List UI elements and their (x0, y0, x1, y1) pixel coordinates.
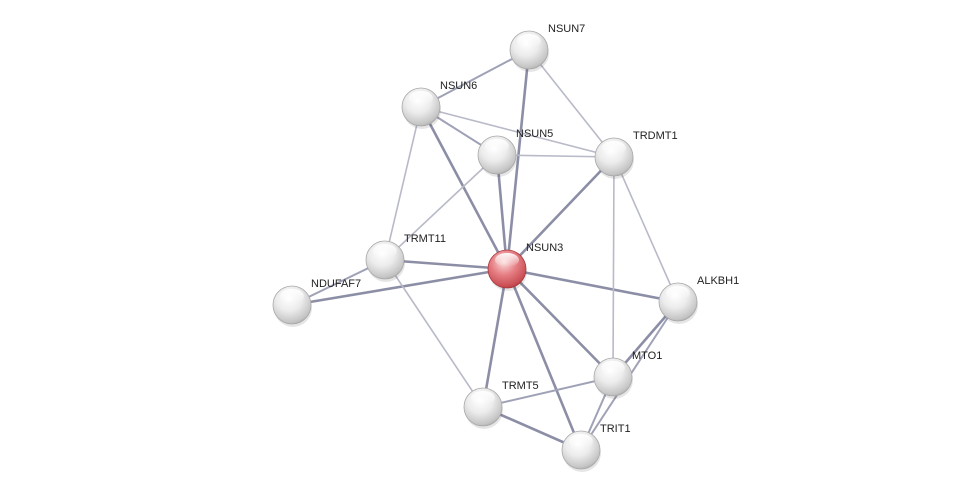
node-trmt5[interactable]: TRMT5 (463, 380, 539, 429)
node-label-nsun5: NSUN5 (516, 128, 553, 140)
edge-nsun3-alkbh1[interactable] (505, 267, 680, 304)
edge-nsun6-trdmt1[interactable] (420, 106, 615, 158)
node-highlight (601, 361, 625, 375)
edge-nsun5-trdmt1[interactable] (496, 154, 615, 158)
edge-nsun3-ndufaf7[interactable] (290, 267, 509, 307)
edge-mto1-trmt5[interactable] (482, 376, 614, 408)
node-trit1[interactable]: TRIT1 (561, 423, 631, 472)
node-highlight (471, 391, 495, 405)
edge-nsun3-nsun6[interactable] (419, 105, 509, 271)
edge-nsun6-nsun7[interactable] (420, 49, 530, 108)
node-highlight (602, 141, 626, 155)
node-nsun5[interactable]: NSUN5 (477, 128, 553, 177)
node-nsun7[interactable]: NSUN7 (509, 23, 585, 72)
node-nsun6[interactable]: NSUN6 (401, 80, 477, 129)
edge-nsun6-trmt11[interactable] (384, 106, 422, 261)
node-label-trit1: TRIT1 (600, 423, 631, 435)
node-highlight (569, 434, 593, 448)
edge-nsun3-mto1[interactable] (505, 267, 615, 379)
node-highlight (409, 91, 433, 105)
node-highlight (280, 289, 304, 303)
node-nsun3[interactable]: NSUN3 (487, 242, 563, 291)
node-label-nsun3: NSUN3 (526, 242, 563, 254)
edge-nsun5-trmt11[interactable] (384, 154, 498, 261)
node-label-trmt5: TRMT5 (502, 380, 539, 392)
edge-nsun3-trmt11[interactable] (383, 258, 509, 271)
edge-nsun3-nsun7[interactable] (505, 48, 531, 271)
node-alkbh1[interactable]: ALKBH1 (658, 275, 739, 324)
node-trdmt1[interactable]: TRDMT1 (594, 130, 678, 179)
node-trmt11[interactable]: TRMT11 (365, 233, 446, 282)
node-highlight (495, 253, 519, 267)
edge-nsun7-trdmt1[interactable] (528, 49, 615, 158)
edge-trdmt1-mto1[interactable] (612, 156, 615, 378)
edge-nsun3-trmt5[interactable] (481, 267, 509, 409)
node-highlight (373, 244, 397, 258)
node-ndufaf7[interactable]: NDUFAF7 (272, 278, 361, 327)
node-highlight (485, 139, 509, 153)
node-highlight (666, 286, 690, 300)
node-label-nsun7: NSUN7 (548, 23, 585, 35)
edge-trdmt1-alkbh1[interactable] (613, 156, 679, 303)
edge-trmt11-trmt5[interactable] (384, 259, 484, 408)
node-label-nsun6: NSUN6 (440, 80, 477, 92)
node-label-trmt11: TRMT11 (404, 233, 446, 245)
node-label-trdmt1: TRDMT1 (633, 130, 678, 142)
node-label-ndufaf7: NDUFAF7 (311, 278, 361, 290)
node-mto1[interactable]: MTO1 (593, 350, 662, 399)
edge-nsun3-trdmt1[interactable] (505, 155, 616, 271)
node-highlight (517, 34, 541, 48)
edge-nsun3-trit1[interactable] (505, 267, 583, 452)
node-label-alkbh1: ALKBH1 (697, 275, 739, 287)
node-label-mto1: MTO1 (632, 350, 662, 362)
